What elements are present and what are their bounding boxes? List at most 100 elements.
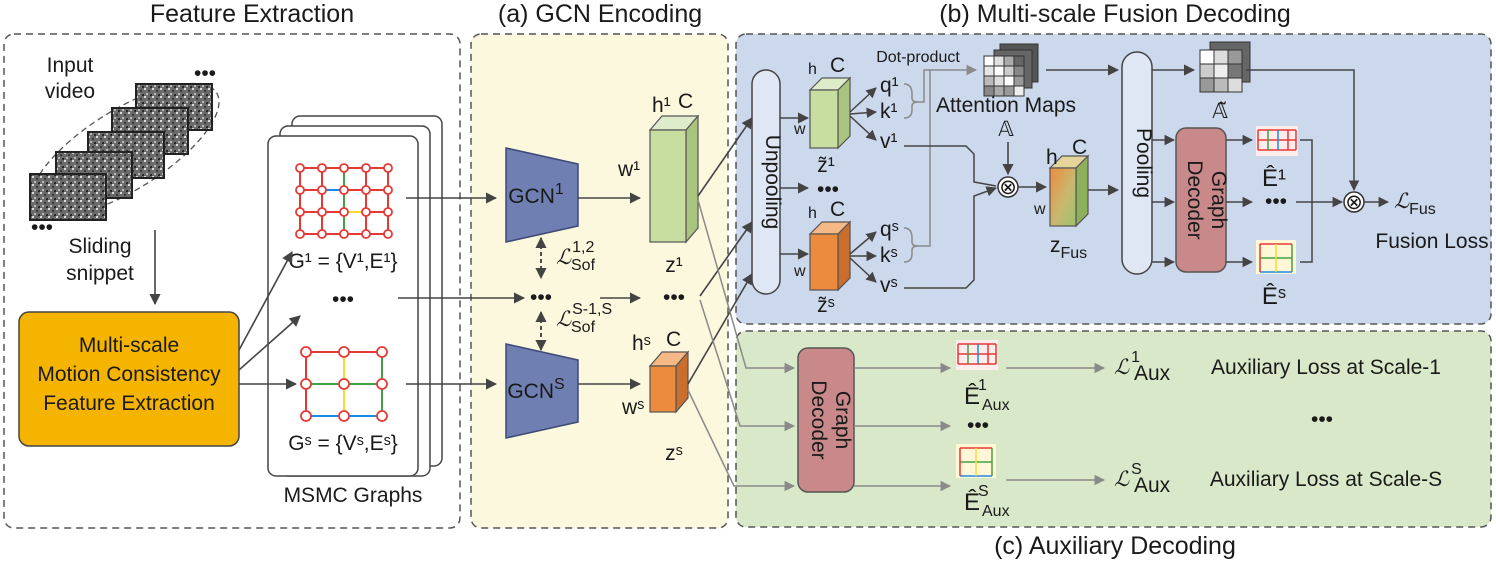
q1-label: q¹ bbox=[880, 74, 899, 97]
title-feature-extraction: Feature Extraction bbox=[150, 0, 354, 28]
loss-sof-s-sym: ℒ bbox=[556, 307, 572, 331]
qs-label: qˢ bbox=[880, 218, 899, 241]
aux-es-sup: S bbox=[978, 483, 989, 500]
loss-sof-12-sup: 1,2 bbox=[572, 239, 594, 256]
gcn-mid-dots: ••• bbox=[530, 286, 552, 309]
zst-w: w bbox=[793, 263, 806, 280]
z1t-h: h bbox=[808, 61, 817, 78]
gcn1-text: GCN bbox=[508, 185, 555, 208]
unpooling-label: Unpooling bbox=[761, 135, 784, 230]
attention-tilde-icon bbox=[1199, 41, 1251, 93]
line-es-to-merge bbox=[1300, 202, 1313, 263]
aux-e1-e: Ê bbox=[964, 383, 980, 410]
line-vs-to-mult bbox=[904, 186, 997, 289]
e-dots: ••• bbox=[1265, 190, 1287, 213]
graph-g1-formula: G¹ = {V¹,E¹} bbox=[288, 250, 397, 273]
cube-z1 bbox=[648, 114, 700, 244]
gcns-text: GCN bbox=[507, 380, 554, 403]
z1t-label: z̃¹ bbox=[817, 154, 835, 177]
aux-decoder-label-2: Decoder bbox=[807, 380, 830, 459]
fusion-multiply-node: ⊗ bbox=[1343, 191, 1365, 214]
arrow-z1t-v bbox=[849, 115, 877, 141]
e1-graph-icon bbox=[1256, 126, 1298, 156]
arrow-z1t-q bbox=[849, 87, 877, 113]
arrow-z1t-k bbox=[849, 107, 878, 118]
cube-zs-w: wˢ bbox=[621, 396, 644, 419]
cube-z1-tilde bbox=[808, 76, 852, 150]
fusion-mid-dots: ••• bbox=[817, 178, 839, 201]
msmc-extraction-box bbox=[18, 311, 240, 447]
aux-loss-s-sup: S bbox=[1131, 461, 1142, 478]
graph-gs-icon bbox=[300, 346, 388, 422]
aux-es-sub: Aux bbox=[982, 503, 1010, 520]
title-gcn-encoding: (a) GCN Encoding bbox=[498, 0, 702, 28]
k1-label: k¹ bbox=[880, 100, 898, 123]
zfus-h: h bbox=[1046, 146, 1058, 169]
graphs-mid-dots: ••• bbox=[332, 288, 354, 311]
arrow-zdots-to-unpool bbox=[699, 221, 753, 297]
arrow-attn-tilde-to-mult bbox=[1246, 69, 1360, 192]
z1t-w: w bbox=[793, 121, 806, 138]
unpooling-block bbox=[751, 69, 781, 295]
aux-loss-s-label: Auxiliary Loss at Scale-S bbox=[1210, 468, 1442, 491]
gcn1-label: GCN1 bbox=[508, 181, 564, 208]
dot-product-label: Dot-product bbox=[876, 49, 960, 66]
arrow-msmc-to-g1 bbox=[238, 251, 293, 351]
zfus-z: z bbox=[1050, 234, 1061, 257]
cube-z1-c: C bbox=[678, 90, 693, 113]
ks-label: kˢ bbox=[880, 244, 898, 267]
cube-z1-h: h¹ bbox=[652, 94, 671, 117]
aux-e1-sup: 1 bbox=[978, 377, 987, 394]
attention-maps-icon bbox=[983, 43, 1039, 97]
aux-graph-decoder bbox=[797, 347, 855, 493]
frames-dots-top: ••• bbox=[194, 62, 216, 85]
aux-e1-sub: Aux bbox=[982, 397, 1010, 414]
cube-zs-label: zˢ bbox=[665, 442, 683, 465]
cube-zs-h: hˢ bbox=[632, 332, 651, 355]
aux-e1-graph-icon bbox=[956, 340, 998, 370]
loss-sof-12-sym: ℒ bbox=[556, 245, 572, 269]
z1t-c: C bbox=[830, 54, 845, 77]
title-fusion-decoding: (b) Multi-scale Fusion Decoding bbox=[939, 0, 1291, 28]
aux-loss-1-sup: 1 bbox=[1131, 349, 1140, 366]
gcn1-block bbox=[505, 147, 579, 243]
loss-sof-s-sup: S-1,S bbox=[572, 301, 612, 318]
arrow-zs-to-unpool bbox=[687, 273, 753, 385]
gray-zs-to-aux bbox=[687, 389, 796, 492]
auxiliary-decoding-panel bbox=[735, 330, 1492, 528]
fusion-loss-label: Fusion Loss bbox=[1375, 230, 1488, 253]
input-video-label: Input bbox=[47, 54, 94, 77]
graph-gs-formula: Gˢ = {Vˢ,Eˢ} bbox=[288, 432, 398, 455]
cube-z1-w: w¹ bbox=[617, 158, 640, 181]
multiply-symbol: ⊗ bbox=[999, 176, 1017, 199]
cube-dots: ••• bbox=[663, 286, 685, 309]
zst-label: z̃ˢ bbox=[817, 294, 835, 317]
aux-loss-s-sub: Aux bbox=[1134, 474, 1171, 497]
pooling-label: Pooling bbox=[1132, 128, 1155, 198]
aux-mid-dots: ••• bbox=[967, 414, 989, 437]
arrow-zst-q bbox=[849, 231, 877, 255]
e1-hat-label: Ê¹ bbox=[1262, 165, 1286, 192]
input-video-label-2: video bbox=[45, 80, 95, 103]
zst-c: C bbox=[830, 198, 845, 221]
frames-dots-bottom: ••• bbox=[31, 216, 53, 239]
line-v1-to-mult bbox=[904, 145, 997, 187]
attention-symbol: 𝔸 bbox=[998, 118, 1014, 141]
zfus-c: C bbox=[1072, 136, 1087, 159]
attention-maps-label: Attention Maps bbox=[936, 94, 1076, 117]
cube-zs-tilde bbox=[808, 220, 852, 292]
aux-loss-s-sym: ℒ bbox=[1114, 467, 1130, 491]
loss-fus-sym: ℒ bbox=[1394, 189, 1410, 213]
zfus-label: zFus bbox=[1050, 234, 1087, 262]
arrow-zst-v bbox=[849, 257, 877, 283]
loss-sof-s-sub: Sof bbox=[571, 319, 596, 336]
line-e1-to-merge bbox=[1300, 139, 1313, 202]
aux-loss-1-sym: ℒ bbox=[1114, 355, 1130, 379]
